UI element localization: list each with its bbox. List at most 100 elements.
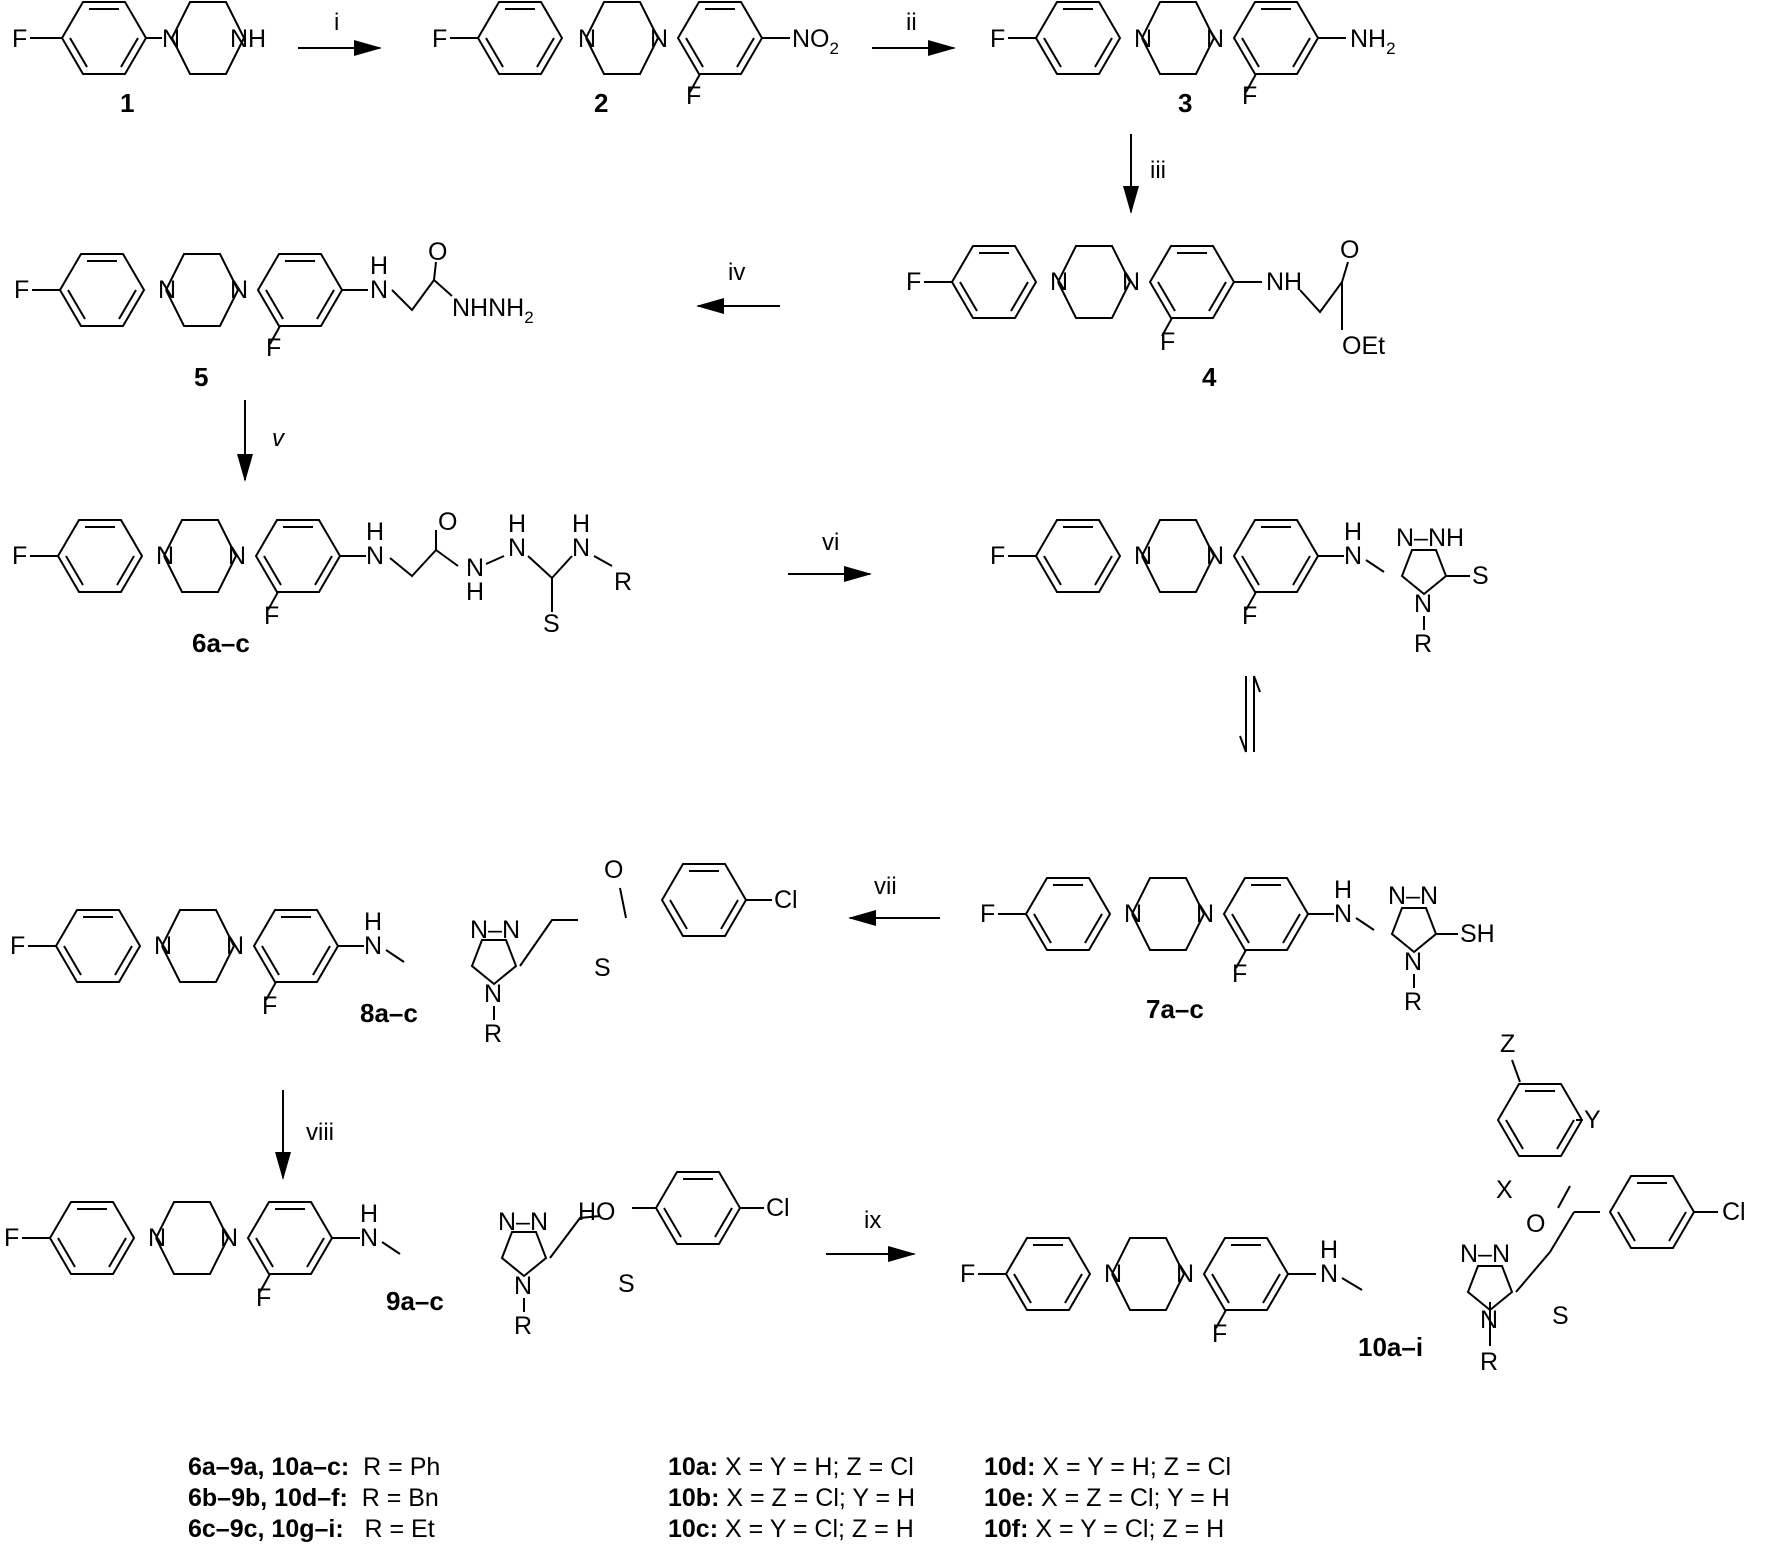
svg-text:vii: vii — [874, 873, 897, 900]
svg-text:R: R — [1414, 630, 1432, 658]
svg-text:7a–c: 7a–c — [1146, 994, 1204, 1024]
legend-row: 6c–9c, 10g–i: R = Et — [188, 1515, 435, 1543]
svg-text:S: S — [543, 610, 560, 638]
svg-text:F: F — [14, 276, 29, 304]
svg-text:vi: vi — [822, 529, 839, 556]
svg-text:F: F — [990, 542, 1005, 570]
svg-text:R: R — [484, 1020, 502, 1048]
compound-1: F N NH 1 — [12, 1, 266, 118]
xyz-legend-col2: 10d: X = Y = H; Z = Cl 10e: X = Z = Cl; … — [984, 1452, 1231, 1545]
legend-row: 10c: X = Y = Cl; Z = H — [668, 1515, 914, 1543]
svg-text:O: O — [438, 508, 457, 536]
svg-text:H: H — [466, 578, 484, 606]
svg-text:N: N — [228, 542, 246, 570]
svg-text:X: X — [1496, 1176, 1513, 1204]
svg-text:iv: iv — [728, 259, 745, 286]
svg-text:N: N — [514, 1272, 532, 1300]
svg-text:O: O — [1340, 236, 1359, 264]
compound-10: F N N H N N–N N S O Cl Z Y X R F 10a–i — [960, 1030, 1746, 1376]
svg-text:N: N — [1334, 900, 1352, 928]
svg-text:N: N — [226, 932, 244, 960]
compound-9: F N N H N N–N N S HO Cl R F 9a–c — [4, 1171, 790, 1340]
svg-text:v: v — [272, 425, 286, 452]
svg-text:N: N — [466, 554, 484, 582]
svg-text:2: 2 — [594, 88, 608, 118]
legend-row: 10a: X = Y = H; Z = Cl — [668, 1453, 914, 1481]
svg-text:Y: Y — [1584, 1106, 1601, 1134]
svg-text:H: H — [1344, 518, 1362, 546]
svg-text:S: S — [618, 1270, 635, 1298]
legend-row: 10f: X = Y = Cl; Z = H — [984, 1515, 1225, 1543]
svg-text:Cl: Cl — [774, 886, 798, 914]
svg-text:F: F — [264, 602, 279, 630]
svg-text:N–N: N–N — [470, 916, 520, 944]
svg-text:N: N — [360, 1224, 378, 1252]
svg-text:N–N: N–N — [1388, 882, 1438, 910]
svg-text:F: F — [960, 1260, 975, 1288]
svg-text:H: H — [370, 252, 388, 280]
svg-text:5: 5 — [194, 362, 208, 392]
svg-text:F: F — [12, 542, 27, 570]
svg-text:S: S — [1552, 1302, 1569, 1330]
svg-text:F: F — [1160, 328, 1175, 356]
svg-text:NH2: NH2 — [1350, 25, 1396, 58]
svg-text:F: F — [1232, 960, 1247, 988]
svg-text:N: N — [366, 542, 384, 570]
compound-7-thione: F N N H N N–NH N S R F — [990, 518, 1489, 658]
svg-text:N: N — [1206, 542, 1224, 570]
svg-text:F: F — [432, 25, 447, 53]
compound-5: F N N H N O NHNH2 F 5 — [14, 238, 534, 392]
svg-text:OEt: OEt — [1342, 332, 1385, 360]
svg-text:H: H — [1320, 1236, 1338, 1264]
svg-text:6a–c: 6a–c — [192, 628, 250, 658]
svg-text:F: F — [980, 900, 995, 928]
svg-text:viii: viii — [306, 1119, 334, 1146]
svg-text:N: N — [230, 276, 248, 304]
svg-text:H: H — [360, 1200, 378, 1228]
svg-text:NHNH2: NHNH2 — [452, 294, 534, 327]
svg-text:N–N: N–N — [498, 1208, 548, 1236]
svg-text:N: N — [364, 932, 382, 960]
compound-2: F N N NO2 F 2 — [432, 1, 839, 118]
compound-6: F N N H N O N H H N S H N R F 6a–c — [12, 508, 632, 658]
svg-text:8a–c: 8a–c — [360, 998, 418, 1028]
svg-text:iii: iii — [1150, 157, 1166, 184]
svg-text:F: F — [1242, 602, 1257, 630]
svg-text:F: F — [990, 25, 1005, 53]
svg-text:F: F — [906, 268, 921, 296]
svg-text:NO2: NO2 — [792, 25, 839, 58]
svg-text:R: R — [1404, 988, 1422, 1016]
compound-7: F N N H N N–N N SH R F 7a–c — [980, 876, 1495, 1024]
svg-text:O: O — [1526, 1210, 1545, 1238]
svg-text:N: N — [1206, 25, 1224, 53]
svg-text:O: O — [428, 238, 447, 266]
svg-text:N: N — [1196, 900, 1214, 928]
svg-text:N: N — [1414, 590, 1432, 618]
svg-text:R: R — [514, 1312, 532, 1340]
svg-text:ix: ix — [864, 1207, 881, 1234]
svg-text:H: H — [366, 518, 384, 546]
svg-text:F: F — [1242, 82, 1257, 110]
svg-text:N: N — [1176, 1260, 1194, 1288]
legend-row: 10b: X = Z = Cl; Y = H — [668, 1484, 916, 1512]
compound-3: F N N NH2 F 3 — [990, 1, 1396, 118]
atom-label: F — [12, 25, 27, 53]
equilibrium-arrow — [1239, 675, 1261, 753]
svg-text:NH: NH — [230, 25, 266, 53]
svg-text:N–N: N–N — [1460, 1240, 1510, 1268]
svg-text:F: F — [10, 932, 25, 960]
svg-text:O: O — [604, 856, 623, 884]
svg-text:Cl: Cl — [766, 1194, 790, 1222]
svg-text:N: N — [572, 534, 590, 562]
svg-text:N: N — [508, 534, 526, 562]
svg-text:10a–i: 10a–i — [1358, 1332, 1423, 1362]
svg-text:NH: NH — [1266, 268, 1302, 296]
svg-text:N: N — [1320, 1260, 1338, 1288]
svg-text:F: F — [686, 82, 701, 110]
svg-text:Cl: Cl — [1722, 1198, 1746, 1226]
compound-8: F N N H N N–N N S O Cl R F 8a–c — [10, 856, 798, 1048]
svg-text:N–NH: N–NH — [1396, 524, 1464, 552]
step-label: i — [334, 9, 339, 36]
r-group-legend: 6a–9a, 10a–c: R = Ph 6b–9b, 10d–f: R = B… — [188, 1452, 440, 1545]
